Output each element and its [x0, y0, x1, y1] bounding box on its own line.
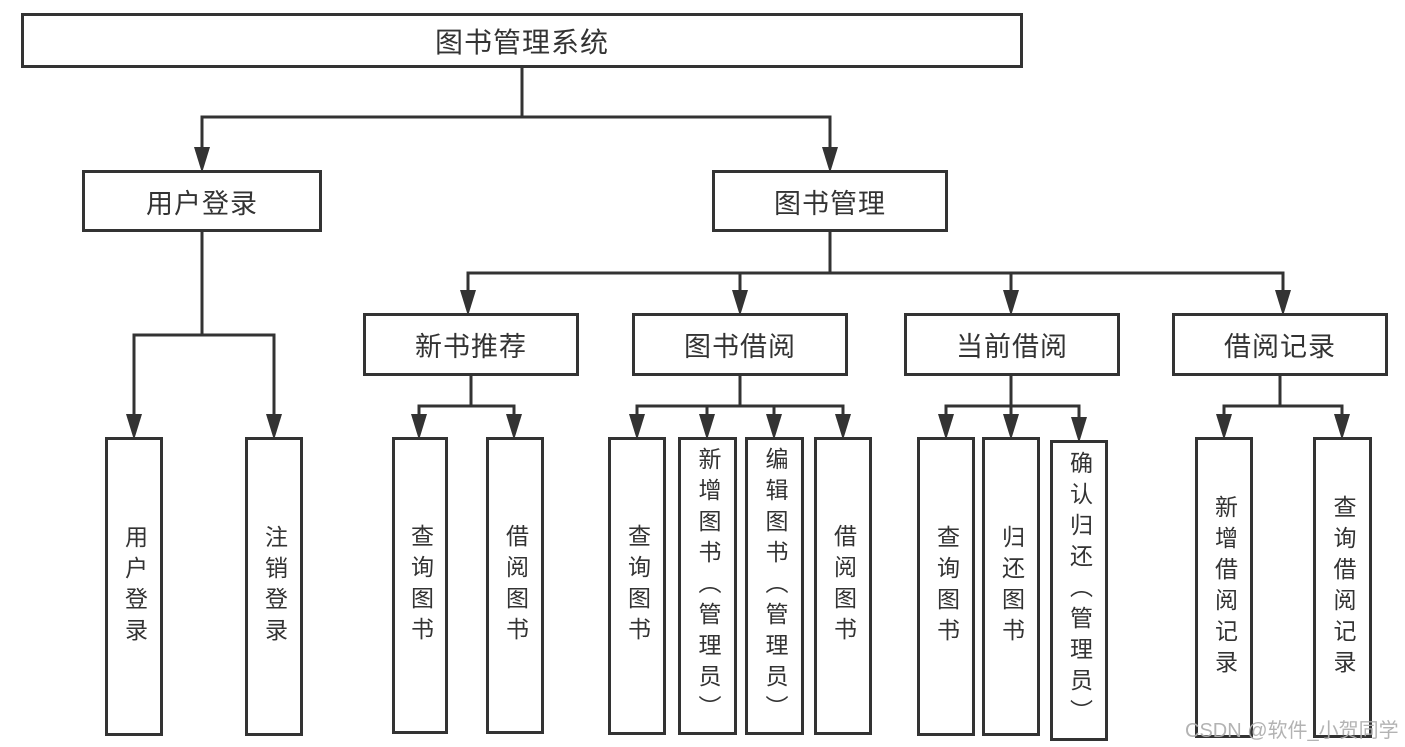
- arrowhead: [460, 290, 476, 316]
- watermark: CSDN @软件_小贺同学: [1185, 720, 1399, 742]
- node-library-system: 图书管理系统: [21, 13, 1023, 68]
- leaf-newrec-query-books: 查询图书: [392, 437, 448, 734]
- arrowhead: [411, 414, 427, 440]
- node-book-borrow: 图书借阅: [632, 313, 848, 376]
- leaf-borrow-query-books: 查询图书: [608, 437, 666, 735]
- node-user-login: 用户登录: [82, 170, 322, 232]
- arrowhead: [1275, 290, 1291, 316]
- node-current-borrow: 当前借阅: [904, 313, 1120, 376]
- arrowhead: [126, 414, 142, 440]
- leaf-newrec-borrow-books: 借阅图书: [486, 437, 544, 734]
- node-new-book-recommend: 新书推荐: [363, 313, 579, 376]
- leaf-borrow-borrow-books: 借阅图书: [814, 437, 872, 735]
- connector-root-to-level2: [194, 68, 838, 173]
- arrowhead: [835, 414, 851, 440]
- leaf-borrow-add-books-admin: 新增图书（管理员）: [678, 437, 737, 735]
- arrowhead: [732, 290, 748, 316]
- arrowhead: [822, 147, 838, 173]
- arrowhead: [266, 414, 282, 440]
- connector-book-borrow-to-leaves: [629, 376, 851, 440]
- arrowhead: [1071, 417, 1087, 443]
- connector-borrow-records-to-leaves: [1216, 376, 1350, 440]
- arrowhead: [1003, 290, 1019, 316]
- arrowhead: [629, 414, 645, 440]
- arrowhead: [766, 414, 782, 440]
- arrowhead: [699, 414, 715, 440]
- leaf-logout: 注销登录: [245, 437, 303, 736]
- leaf-user-login: 用户登录: [105, 437, 163, 736]
- connector-user-login-to-leaves: [126, 232, 282, 440]
- arrowhead: [506, 414, 522, 440]
- arrowhead: [1216, 414, 1232, 440]
- node-borrow-records: 借阅记录: [1172, 313, 1388, 376]
- leaf-borrow-edit-books-admin: 编辑图书（管理员）: [745, 437, 804, 735]
- leaf-records-query-record: 查询借阅记录: [1313, 437, 1372, 738]
- arrowhead: [938, 414, 954, 440]
- connector-book-management-to-level3: [460, 232, 1291, 316]
- arrowhead: [1003, 414, 1019, 440]
- connector-current-borrow-to-leaves: [938, 376, 1087, 443]
- leaf-current-confirm-return-admin: 确认归还（管理员）: [1050, 440, 1108, 741]
- leaf-current-return-books: 归还图书: [982, 437, 1040, 736]
- arrowhead: [194, 147, 210, 173]
- node-book-management: 图书管理: [712, 170, 948, 232]
- leaf-current-query-books: 查询图书: [917, 437, 975, 736]
- arrowhead: [1334, 414, 1350, 440]
- connector-new-book-to-leaves: [411, 376, 522, 440]
- leaf-records-add-record: 新增借阅记录: [1195, 437, 1253, 738]
